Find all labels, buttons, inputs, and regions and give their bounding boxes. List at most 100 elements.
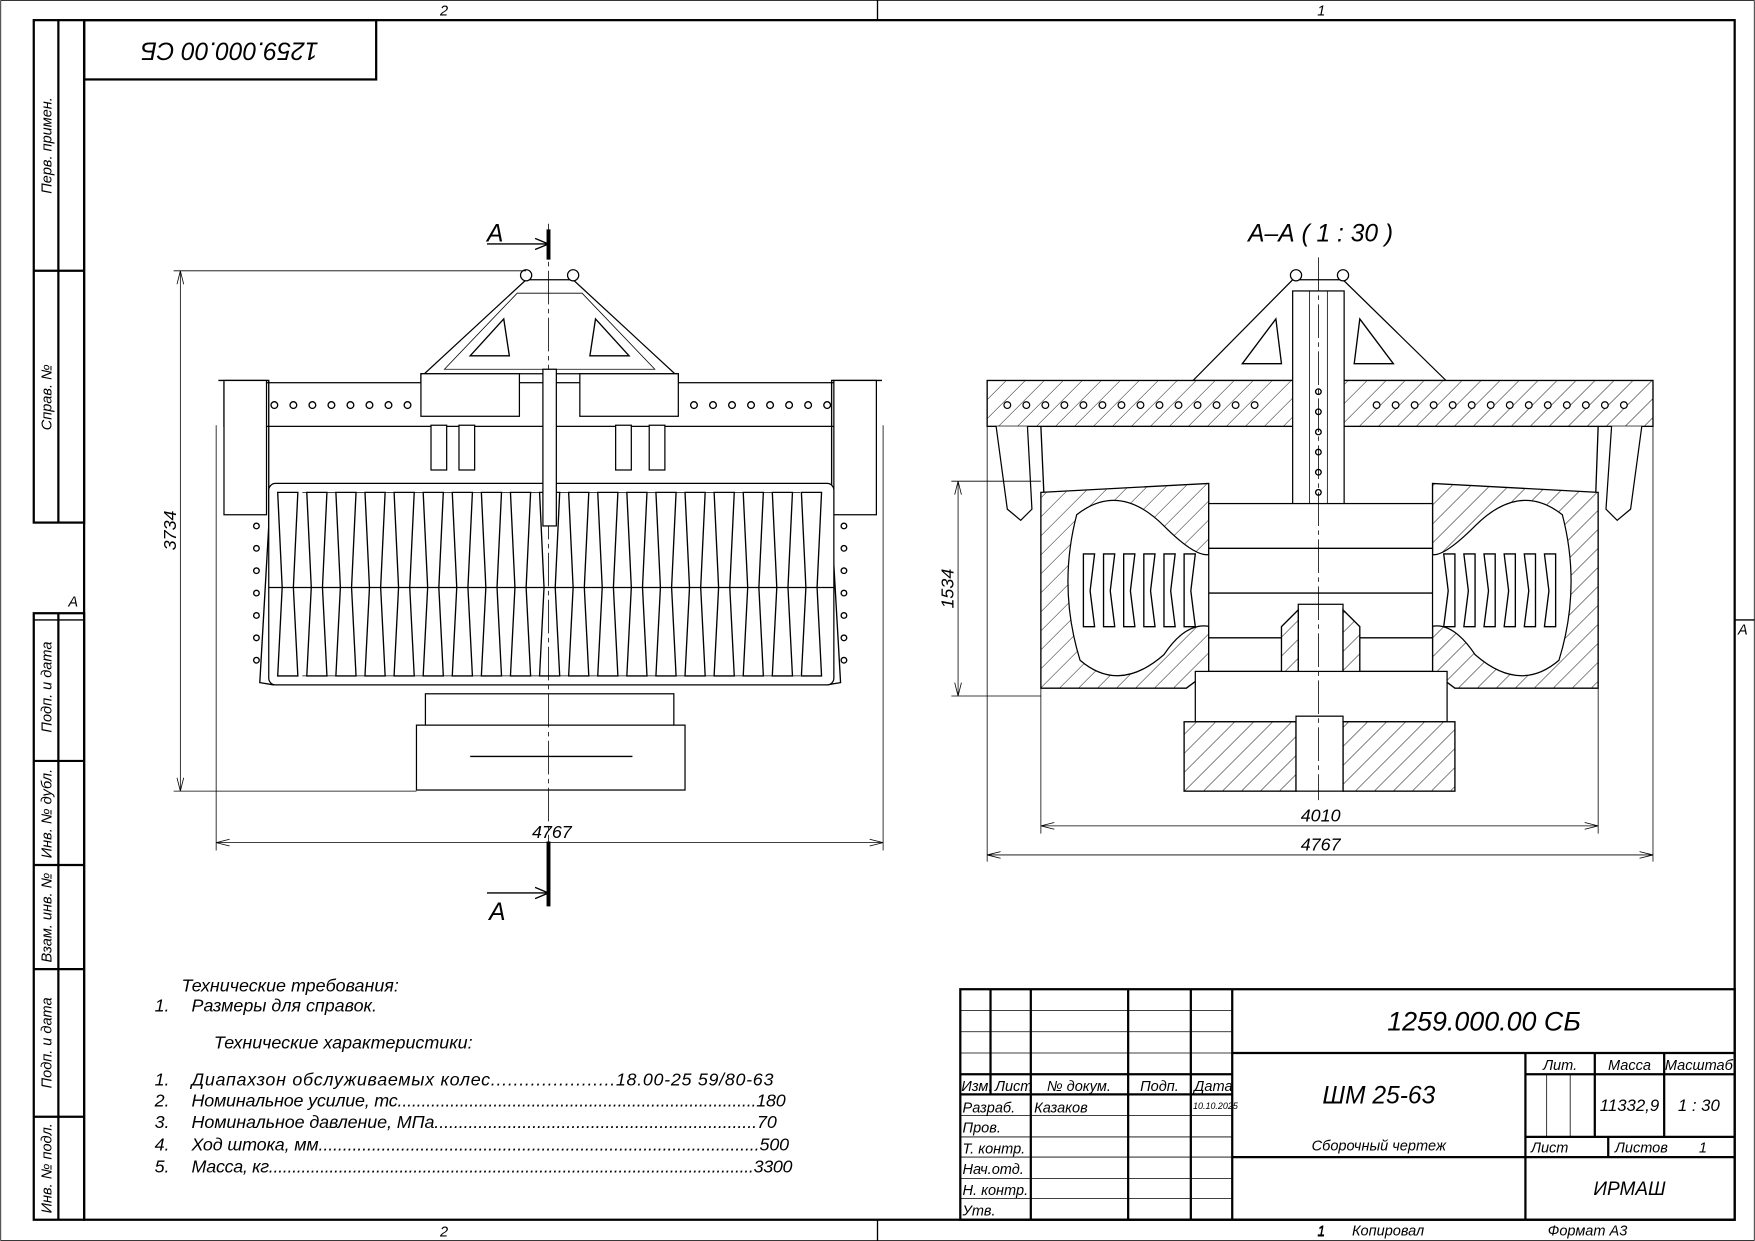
sidebar-label-sprav-no: Справ. № (40, 364, 56, 430)
beam-hole (1543, 401, 1552, 410)
dim-front-height: 3734 (160, 270, 527, 792)
beam-hole (270, 401, 279, 410)
beam-hole (1079, 401, 1088, 410)
beam-hole (1391, 401, 1400, 410)
tb-sheets-value: 1 (1699, 1141, 1707, 1157)
tb-role-tech-control: Т. контр. (963, 1142, 1026, 1158)
tb-mass-label: Масса (1608, 1058, 1651, 1074)
dim-front-width-value: 4767 (532, 822, 573, 842)
beam-hole (727, 401, 737, 410)
tire-rib (684, 491, 706, 677)
sidebar-label-podp-data-1: Подп. и дата (40, 642, 56, 733)
tb-lit-label: Лит. (1542, 1058, 1577, 1074)
tb-scale-value: 1 : 30 (1678, 1096, 1721, 1115)
tb-mass-value: 11332,9 (1600, 1096, 1659, 1115)
plate-hole (840, 634, 848, 642)
tire-rib (742, 491, 765, 677)
tire-tooth (1123, 553, 1136, 628)
dim-section-inner-width: 4010 (1040, 688, 1599, 834)
dim-section-width: 4767 (986, 426, 1654, 862)
tb-product-name: ШМ 25-63 (1322, 1082, 1435, 1109)
beam-hole (1193, 401, 1202, 410)
rotated-stamp: 1259.000.00 СБ (82, 19, 378, 81)
beam-hole (1022, 401, 1031, 410)
tb-header-date: Дата (1192, 1079, 1232, 1095)
beam-hole (384, 401, 393, 410)
plate-hole (840, 589, 848, 597)
dim-section-height: 1534 (938, 480, 1041, 697)
beam-hole (1003, 401, 1012, 410)
sidebar-label-vzam-inv: Взам. инв. № (40, 872, 56, 962)
beam-hole (1136, 401, 1145, 410)
tire-rib (597, 491, 619, 677)
spec-text: Номинальное давление, МПа...............… (192, 1112, 777, 1132)
plate-hole (840, 567, 848, 575)
beam-hole (1467, 401, 1476, 410)
section-mark-bottom: А (487, 899, 505, 926)
beam-hole (747, 401, 756, 410)
cylinder (458, 424, 476, 471)
tire-rib (800, 491, 823, 677)
section-title: А–А ( 1 : 30 ) (1246, 221, 1393, 248)
tb-role-dept-head: Нач.отд. (963, 1162, 1024, 1178)
tire-tooth (1483, 553, 1496, 628)
cylinder (615, 424, 632, 471)
tire-rib (276, 491, 299, 677)
format-label: Формат А3 (1548, 1223, 1628, 1239)
spec-num: 2. (154, 1091, 170, 1111)
sidebar-label-podp-data-2: Подп. и дата (40, 997, 56, 1088)
plate-hole (252, 589, 260, 597)
plate-hole (252, 656, 260, 664)
beam-hole (1619, 401, 1628, 410)
plate-hole (252, 611, 260, 619)
spec-text: Диапахзон обслуживаемых колес...........… (190, 1069, 774, 1089)
tb-sheets-label: Листов (1614, 1141, 1668, 1157)
tb-role-norm-control: Н. контр. (963, 1183, 1029, 1199)
plate-hole (252, 544, 260, 552)
tire-tooth (1102, 553, 1116, 628)
tire-rib (306, 491, 328, 677)
copied-num: 1 (1317, 1223, 1325, 1239)
tb-role-developer: Разраб. (963, 1100, 1016, 1116)
plate-hole (252, 567, 260, 575)
beam-hole (1174, 401, 1183, 410)
dim-front-height-value: 3734 (160, 510, 180, 550)
plate-hole (840, 522, 848, 530)
beam-hole (1524, 401, 1533, 410)
sidebar-label-perv-primen: Перв. примен. (40, 97, 56, 194)
beam-hole (327, 401, 336, 410)
beam-hole (766, 401, 775, 410)
spec-num: 4. (155, 1134, 170, 1154)
beam-hole (823, 401, 832, 410)
beam-hole (1041, 401, 1050, 410)
tire-rib (480, 491, 503, 677)
beam-hole (1600, 401, 1609, 410)
dim-front-width: 4767 (215, 425, 884, 851)
dim-section-inner-width-value: 4010 (1301, 805, 1341, 825)
title-block: 1259.000.00 СБ ШМ 25-63 Сборочный чертеж… (959, 988, 1736, 1239)
plate-hole (840, 656, 848, 664)
tire-tooth (1523, 553, 1537, 628)
tb-sheet-label: Лист (1530, 1141, 1568, 1157)
tire-rib (771, 491, 794, 677)
beam-hole (785, 401, 794, 410)
beam-hole (804, 401, 813, 410)
tire-rib (538, 491, 561, 677)
dim-section-height-value: 1534 (938, 569, 958, 609)
beam-hole (689, 401, 699, 410)
beam-hole (1098, 401, 1107, 410)
tire-tooth (1183, 553, 1197, 628)
beam-hole (1372, 401, 1381, 410)
tb-role-checker: Пров. (963, 1120, 1001, 1136)
cylinder (430, 424, 448, 471)
spec-num: 5. (155, 1157, 170, 1177)
tire-tooth (1543, 553, 1557, 628)
tire-rib (364, 491, 386, 677)
beam-hole (1562, 401, 1571, 410)
tb-header-sign: Подп. (1140, 1079, 1179, 1095)
tire-tooth (1463, 553, 1476, 628)
spec-num: 1. (155, 1069, 170, 1089)
tire-rib (422, 491, 445, 677)
requirement-text: Размеры для справок. (192, 996, 377, 1016)
beam-hole (1486, 401, 1495, 410)
